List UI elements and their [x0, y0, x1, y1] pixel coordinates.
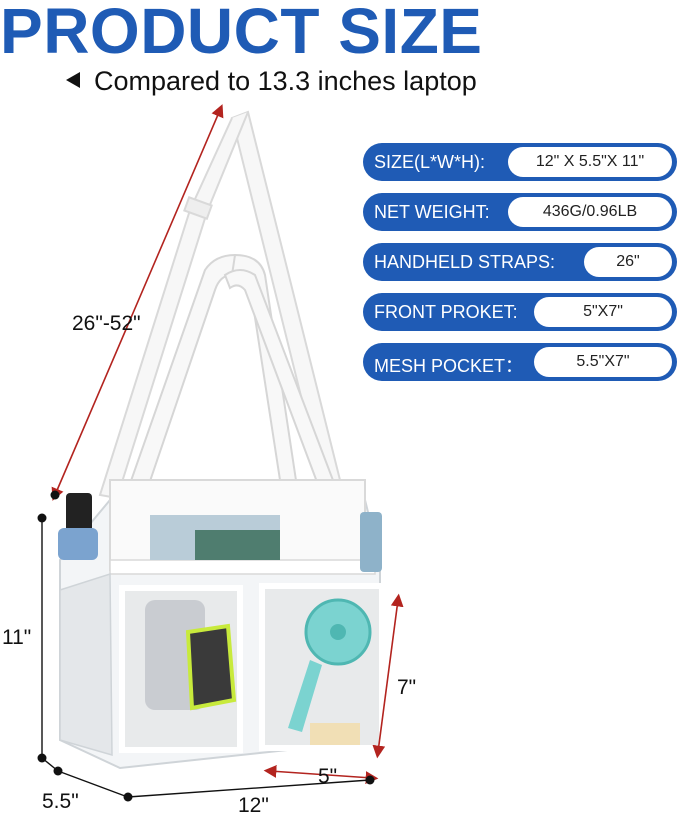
pocket-height-label: 7"	[397, 676, 417, 699]
page-title: PRODUCT SIZE	[0, 0, 483, 67]
spec-mesh-pocket: MESH POCKET： 5.5"X7"	[363, 343, 677, 381]
subtitle-text: Compared to 13.3 inches laptop	[94, 66, 477, 96]
bag-body	[58, 479, 385, 770]
spec-size: SIZE(L*W*H): 12" X 5.5"X 11"	[363, 143, 677, 181]
spec-front-pocket: FRONT PROKET: 5"X7"	[363, 293, 677, 331]
spec-label: SIZE(L*W*H):	[374, 152, 486, 172]
spec-net-weight: NET WEIGHT: 436G/0.96LB	[363, 193, 677, 231]
spec-value: 5"X7"	[534, 297, 672, 327]
pocket-width-label: 5"	[318, 765, 338, 788]
length-label: 12"	[238, 794, 269, 817]
depth-label: 5.5"	[42, 790, 79, 813]
spec-label: FRONT PROKET:	[374, 302, 518, 322]
height-label: 11"	[2, 626, 32, 649]
spec-label: HANDHELD STRAPS:	[374, 252, 556, 272]
dimension-dots	[37, 490, 375, 802]
spec-value: 436G/0.96LB	[508, 197, 672, 227]
strap-length-label: 26"-52"	[72, 312, 141, 335]
dimension-arrows	[51, 104, 404, 784]
spec-value: 26"	[584, 247, 672, 277]
spec-label: MESH POCKET：	[374, 356, 524, 376]
spec-value: 5.5"X7"	[534, 347, 672, 377]
spec-value: 12" X 5.5"X 11"	[508, 147, 672, 177]
subtitle: Compared to 13.3 inches laptop	[66, 66, 477, 97]
spec-handheld-straps: HANDHELD STRAPS: 26"	[363, 243, 677, 281]
spec-label: NET WEIGHT:	[374, 202, 490, 222]
triangle-left-icon	[66, 72, 80, 88]
